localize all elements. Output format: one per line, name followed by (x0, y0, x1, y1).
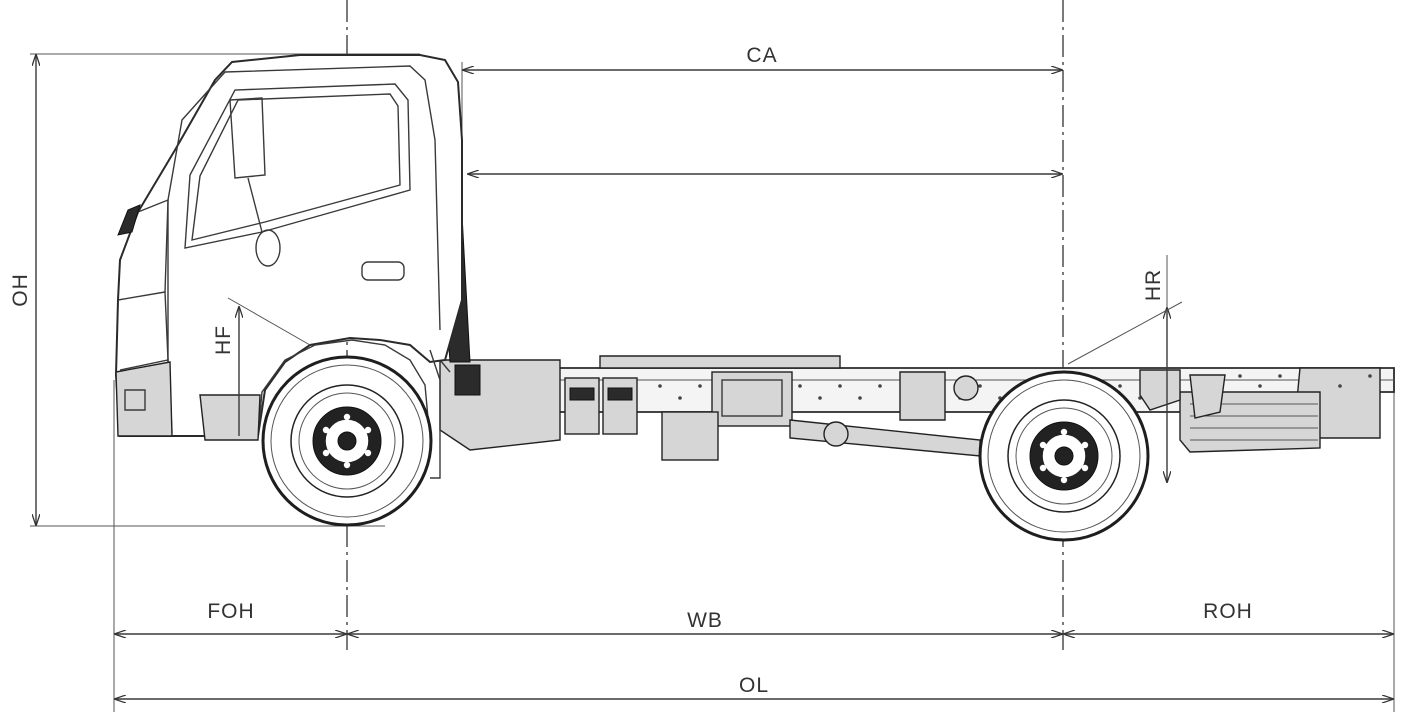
foh-label: FOH (207, 600, 254, 623)
extension-lines (30, 53, 1395, 712)
hr-label: HR (1142, 269, 1165, 301)
cab (114, 54, 463, 479)
roh-label: ROH (1203, 600, 1253, 623)
hf-leader-line (227, 297, 311, 346)
ol-label: OL (739, 674, 769, 697)
dimension-labels: CA OH HF HR FOH WB ROH OL (9, 44, 1253, 697)
ca-label: CA (746, 44, 777, 67)
oh-label: OH (9, 273, 32, 307)
front-wheel (261, 355, 433, 527)
rear-wheel (978, 370, 1150, 542)
hr-leader-line (1067, 301, 1183, 365)
truck-side-view (114, 54, 1395, 542)
hf-label: HF (212, 325, 235, 355)
dimension-lines (36, 55, 1393, 699)
wb-label: WB (687, 609, 723, 632)
